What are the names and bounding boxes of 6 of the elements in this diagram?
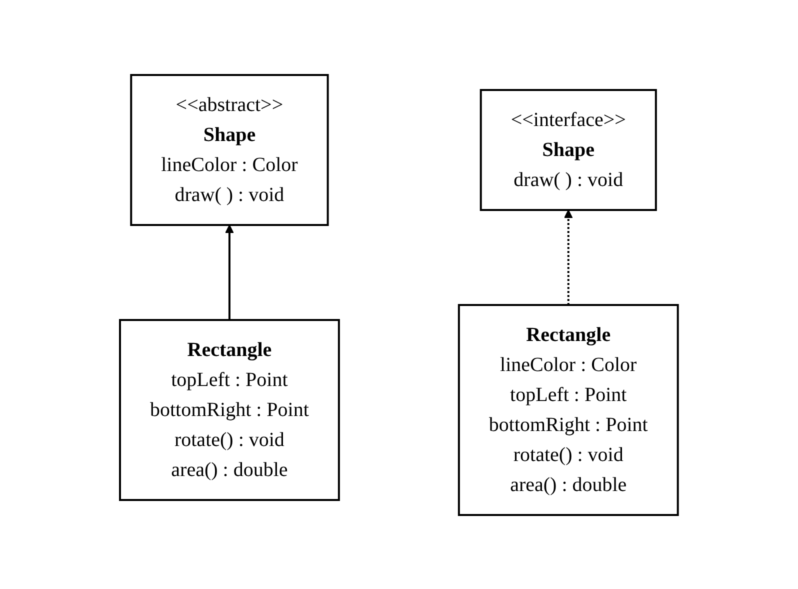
node-box: <<interface>> Shape draw( ) : void [480, 88, 657, 210]
arrow [564, 209, 573, 304]
node-box: Rectangle topLeft : Point bottomRight : Point rotate() : void area() : double [119, 318, 340, 500]
node-box: <<abstract>> Shape lineColor : Color draw( ) : void [130, 74, 329, 226]
node-box: Rectangle lineColor : Color topLeft : Point bottomRight : Point rotate() : void area() : double [458, 304, 679, 516]
arrow [225, 224, 234, 320]
